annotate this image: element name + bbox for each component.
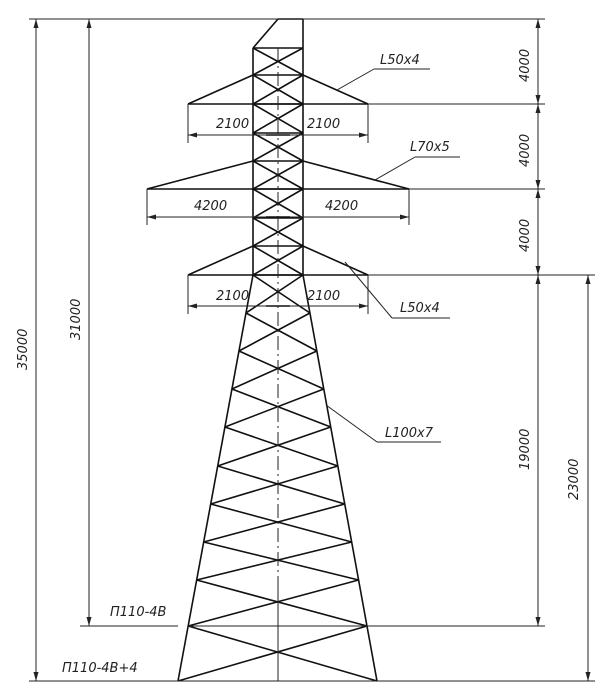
arrow-head xyxy=(535,266,541,275)
leader-line xyxy=(336,68,375,91)
leg-brace xyxy=(245,274,304,314)
leg-brace xyxy=(203,503,345,543)
leg-brace xyxy=(231,388,331,428)
arrow-head xyxy=(33,19,39,28)
leg-brace xyxy=(187,579,359,627)
leg-brace xyxy=(217,426,331,467)
tower-structure xyxy=(146,18,410,682)
leg-brace xyxy=(245,312,318,352)
leader-line xyxy=(374,156,416,181)
dim-19000: 19000 xyxy=(518,429,533,470)
leg-brace xyxy=(224,388,325,428)
arrow-head xyxy=(86,19,92,28)
arrow-head xyxy=(147,214,156,220)
arrow-head xyxy=(188,132,197,138)
crossarm-tie xyxy=(187,74,254,105)
label-level-base: П110-4В xyxy=(110,605,167,620)
crossarm-tie xyxy=(302,74,369,105)
leader-line xyxy=(325,404,378,443)
arrow-head xyxy=(188,303,197,309)
leg-brace xyxy=(203,541,359,581)
leg-brace xyxy=(210,503,352,543)
crossarm-tie xyxy=(302,245,369,276)
arrow-head xyxy=(535,180,541,189)
leg-brace xyxy=(196,579,368,627)
shaft-brace xyxy=(252,217,304,247)
arrow-head xyxy=(585,672,591,681)
crossarm-tie xyxy=(146,160,254,190)
dim-arm2-right: 4200 xyxy=(325,199,358,214)
dim-arm1-right: 2100 xyxy=(307,117,340,132)
label-leg: L100x7 xyxy=(385,426,434,441)
arrow-head xyxy=(535,104,541,113)
shaft-brace xyxy=(252,245,304,276)
dim-arm-spacing-mid: 4000 xyxy=(518,134,533,167)
dim-arm3-right: 2100 xyxy=(307,289,340,304)
leg-brace xyxy=(187,625,378,682)
shaft-brace xyxy=(252,103,304,134)
label-level-extended: П110-4В+4 xyxy=(62,661,138,676)
arrow-head xyxy=(585,275,591,284)
arrow-head xyxy=(33,672,39,681)
leg-brace xyxy=(231,350,318,390)
arrow-head xyxy=(535,275,541,284)
leg-brace xyxy=(238,312,311,352)
arrow-head xyxy=(535,19,541,28)
leg-brace xyxy=(224,426,339,467)
leg-left xyxy=(177,274,254,682)
dim-arm3-left: 2100 xyxy=(216,289,249,304)
crossarm-tie xyxy=(187,245,254,276)
arrow-head xyxy=(359,303,368,309)
leg-brace xyxy=(217,465,345,505)
arrow-head xyxy=(535,189,541,198)
leg-right xyxy=(302,274,378,682)
label-middle-arm: L70x5 xyxy=(410,140,450,155)
dim-arm2-left: 4200 xyxy=(194,199,227,214)
dimension-lines xyxy=(29,18,595,682)
arrow-head xyxy=(86,617,92,626)
leg-brace xyxy=(238,350,325,390)
arrow-head xyxy=(535,617,541,626)
arrow-head xyxy=(535,95,541,104)
dim-31000: 31000 xyxy=(69,299,84,340)
leg-brace xyxy=(252,274,311,314)
shaft-brace xyxy=(252,74,304,105)
dim-arm-spacing-low: 4000 xyxy=(518,219,533,252)
dim-23000: 23000 xyxy=(567,459,582,500)
dim-total-height: 35000 xyxy=(16,329,31,370)
crossarm-tie xyxy=(302,160,410,190)
arrow-head xyxy=(400,214,409,220)
leader-line xyxy=(344,261,393,319)
label-lower-arm: L50x4 xyxy=(400,301,440,316)
arrow-head xyxy=(359,132,368,138)
tower-peak-slant xyxy=(252,18,279,49)
dim-arm1-left: 2100 xyxy=(216,117,249,132)
dim-arm-spacing-top: 4000 xyxy=(518,49,533,82)
leg-brace xyxy=(210,465,339,505)
leg-brace xyxy=(177,625,368,682)
label-top-arm: L50x4 xyxy=(380,53,420,68)
leg-brace xyxy=(196,541,352,581)
